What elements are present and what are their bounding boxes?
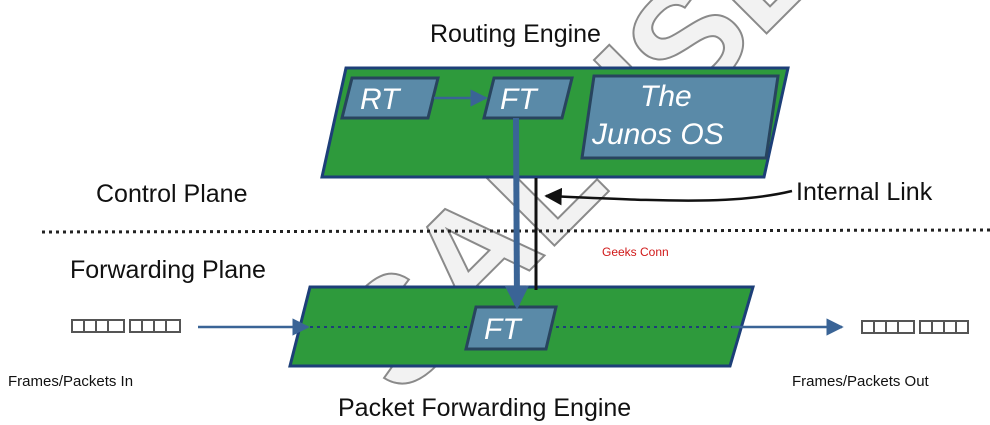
routing-engine-label: Routing Engine bbox=[430, 20, 601, 48]
junos-line2-label: Junos OS bbox=[591, 118, 724, 151]
junos-line1-label: The bbox=[640, 80, 692, 113]
control-plane-label: Control Plane bbox=[96, 180, 247, 208]
frames-in-packets bbox=[71, 319, 181, 333]
junos-os-box: The Junos OS bbox=[580, 74, 780, 160]
ft-top-label: FT bbox=[500, 83, 539, 116]
ft-to-ft-arrow bbox=[504, 117, 529, 310]
internal-link-arrow bbox=[544, 187, 793, 206]
rt-label: RT bbox=[360, 83, 402, 116]
frames-out-label: Frames/Packets Out bbox=[792, 373, 930, 390]
forwarding-plane-label: Forwarding Plane bbox=[70, 256, 266, 284]
frames-out-packets bbox=[861, 320, 969, 334]
ft-top-box: FT bbox=[482, 76, 574, 120]
pfe-label: Packet Forwarding Engine bbox=[338, 394, 631, 422]
geeks-conn-label: Geeks Conn bbox=[602, 245, 669, 259]
rt-box: RT bbox=[340, 76, 440, 120]
ft-bottom-label: FT bbox=[484, 313, 523, 346]
internal-link-label: Internal Link bbox=[796, 178, 933, 206]
frames-in-label: Frames/Packets In bbox=[8, 373, 133, 390]
ft-bottom-box: FT bbox=[464, 305, 558, 351]
